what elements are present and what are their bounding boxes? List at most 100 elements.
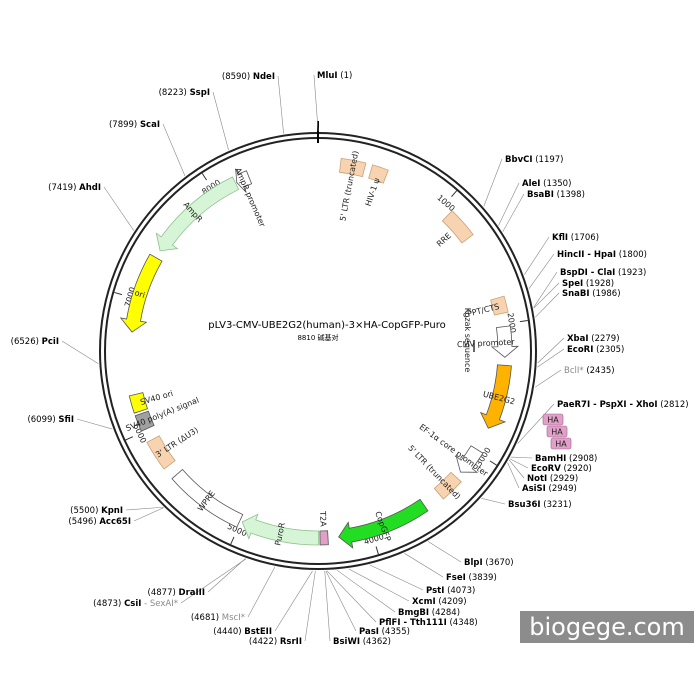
enzyme-leader <box>162 123 186 176</box>
enzyme-leader <box>207 558 246 593</box>
ha-tag-label: HA <box>555 440 567 449</box>
enzyme-pasi: PasI (4355) <box>359 627 410 637</box>
enzyme-ecori: EcoRI (2305) <box>567 345 624 355</box>
feature-hiv-1 <box>368 164 389 184</box>
tick-mark <box>375 546 379 555</box>
enzyme-sfii: (6099) SfiI <box>27 415 74 425</box>
enzyme-leader <box>304 570 316 642</box>
feature-label: T2A <box>318 510 328 527</box>
enzyme-spei: SpeI (1928) <box>562 279 614 289</box>
enzyme-fsei: FseI (3839) <box>446 573 497 583</box>
enzyme-leader <box>277 75 284 134</box>
enzyme-kfli: KflI (1706) <box>552 233 599 243</box>
enzyme-ahdi: (7419) AhdI <box>48 183 101 193</box>
tick-mark <box>201 173 208 181</box>
enzyme-pflfi-tth111i: PflFI - Tth111I (4348) <box>379 618 478 628</box>
enzyme-leader <box>61 340 99 365</box>
enzyme-pcii: (6526) PciI <box>11 337 59 347</box>
enzyme-asisi: AsiSI (2949) <box>522 484 577 494</box>
enzyme-leader-layer <box>61 74 565 642</box>
enzyme-leader <box>76 418 113 430</box>
enzyme-xbai: XbaI (2279) <box>567 334 620 344</box>
enzyme-bmgbi: BmgBI (4284) <box>398 608 460 618</box>
kozak-label: Kozak sequence <box>463 308 472 373</box>
tick-mark <box>125 436 134 441</box>
ha-tag-box <box>542 413 564 426</box>
enzyme-mlui: MluI (1) <box>317 71 352 81</box>
feature-label: HIV-1 ψ <box>364 177 382 208</box>
feature-ampr <box>155 176 240 252</box>
enzyme-leader <box>348 568 410 602</box>
enzyme-bsiwi: BsiWI (4362) <box>333 637 391 647</box>
feature-ori <box>119 253 163 333</box>
ha-tag-label: HA <box>547 416 559 425</box>
enzyme-bbvci: BbvCI (1197) <box>505 155 563 165</box>
feature-wpre <box>171 468 244 528</box>
enzyme-msci: (4681) MscI* <box>191 613 245 623</box>
feature-5-ltr-truncated <box>433 471 462 500</box>
enzyme-leader <box>524 236 550 275</box>
feature-label: RRE <box>435 231 453 248</box>
enzyme-leader <box>324 570 331 642</box>
enzyme-leader <box>125 506 164 511</box>
enzyme-hincii-hpai: HincII - HpaI (1800) <box>557 250 647 260</box>
enzyme-leader <box>212 91 229 151</box>
tick-mark <box>489 460 497 466</box>
enzyme-snabi: SnaBI (1986) <box>562 289 621 299</box>
feature-rre <box>441 210 474 244</box>
enzyme-leader <box>247 566 276 618</box>
enzyme-bsabi: BsaBI (1398) <box>527 190 585 200</box>
enzyme-paer7i-pspxi-xhoi: PaeR7I - PspXI - XhoI (2812) <box>557 400 689 410</box>
enzyme-leader <box>404 553 444 578</box>
enzyme-leader <box>537 348 565 368</box>
enzyme-leader <box>537 337 565 364</box>
enzyme-bspdi-clai: BspDI - ClaI (1923) <box>560 268 646 278</box>
feature-label: AmpR promoter <box>233 166 267 228</box>
feature-copgfp <box>338 498 429 549</box>
enzyme-bsteii: (4440) BstEII <box>213 627 272 637</box>
enzyme-leader <box>533 282 560 309</box>
enzyme-leader <box>510 456 533 459</box>
annotation-layer: Kozak sequence <box>463 308 475 373</box>
feature-label: SV40 ori <box>139 389 174 407</box>
enzyme-leader <box>103 186 135 231</box>
enzyme-leader <box>528 253 555 289</box>
enzyme-leader <box>326 570 377 623</box>
feature-layer: 5' LTR (truncated)HIV-1 ψRREcPPT/CTSCMV … <box>119 150 572 549</box>
enzyme-ndei: (8590) NdeI <box>222 72 275 82</box>
tick-label: 1000 <box>435 193 456 213</box>
tick-label: 2000 <box>506 312 518 333</box>
backbone-circle <box>99 121 537 570</box>
enzyme-label-layer: MluI (1) BbvCI (1197) AleI (1350)BsaBI (13… <box>11 71 689 647</box>
enzyme-xcmi: XcmI (4209) <box>412 597 467 607</box>
feature-sv40-ori <box>128 392 149 414</box>
enzyme-leader <box>534 369 562 388</box>
enzyme-leader <box>507 462 520 489</box>
feature-5-ltr-truncated <box>339 157 367 178</box>
enzyme-leader <box>483 158 503 207</box>
feature-cppt-cts <box>490 295 509 316</box>
feature-label: CMV promoter <box>457 337 516 349</box>
enzyme-leader <box>498 182 520 226</box>
feature-ef-1-core-promoter <box>455 445 484 473</box>
map-size-label: 8810 碱基对 <box>297 333 338 342</box>
tick-mark <box>230 536 235 545</box>
enzyme-draiii: (4877) DraIII <box>148 588 205 598</box>
tick-mark <box>451 190 458 198</box>
feature-ampr-promoter <box>235 168 253 193</box>
enzyme-csii: (4873) CsiI - SexAI* <box>93 599 178 609</box>
enzyme-bcli: BclI* (2435) <box>564 366 615 376</box>
feature-cmv-promoter <box>490 325 520 358</box>
enzyme-bsu36i: Bsu36I (3231) <box>508 500 572 510</box>
enzyme-alei: AleI (1350) <box>522 179 571 189</box>
ha-tag-box <box>546 425 568 438</box>
enzyme-sspi: (8223) SspI <box>159 88 210 98</box>
enzyme-leader <box>509 458 529 469</box>
enzyme-leader <box>533 271 558 308</box>
enzyme-leader <box>535 292 560 318</box>
ha-tag-label: HA <box>551 428 563 437</box>
enzyme-leader <box>502 193 525 232</box>
enzyme-blpi: BlpI (3670) <box>464 558 514 568</box>
enzyme-leader <box>325 570 357 632</box>
enzyme-rsrii: (4422) RsrII <box>249 637 302 647</box>
